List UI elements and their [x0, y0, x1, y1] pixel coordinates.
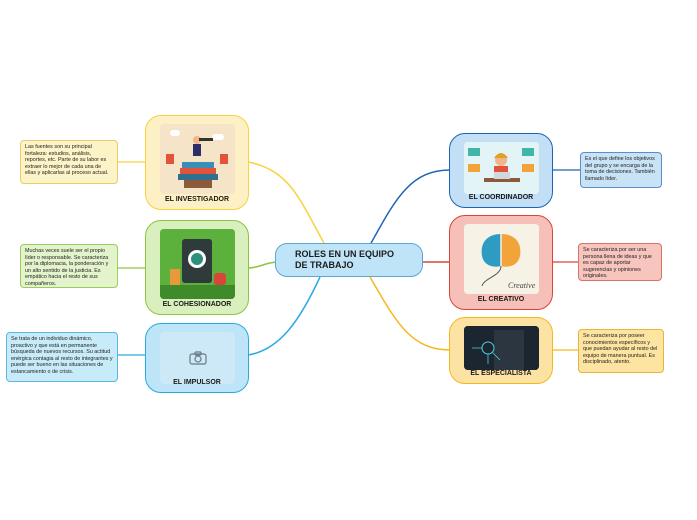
impulsor-label: EL IMPULSOR [146, 379, 248, 386]
investigador-label: EL INVESTIGADOR [146, 196, 248, 203]
creativo-label: EL CREATIVO [450, 296, 552, 303]
note-investigador[interactable]: Las fuentes son su principal fortaleza: … [20, 140, 118, 184]
note-impulsor-text: Se trata de un individuo dinámico, proac… [11, 336, 113, 375]
note-creativo-text: Se caracteriza por ser una persona llena… [583, 247, 652, 279]
investigador-image [160, 124, 235, 194]
link-especialista [370, 277, 450, 350]
link-coordinador [370, 170, 450, 245]
impulsor-image-placeholder [160, 332, 235, 384]
role-creativo[interactable]: Creative EL CREATIVO [449, 215, 553, 310]
note-cohesionador-text: Muchas veces suele ser el propio líder o… [25, 248, 108, 287]
especialista-image [464, 326, 539, 370]
note-investigador-text: Las fuentes son su principal fortaleza: … [25, 144, 108, 176]
cohesionador-label: EL COHESIONADOR [146, 301, 248, 308]
note-coordinador-text: Es el que define los objetivos del grupo… [585, 156, 655, 182]
coordinador-image [464, 142, 539, 194]
role-investigador[interactable]: EL INVESTIGADOR [145, 115, 249, 210]
creativo-image: Creative [464, 224, 539, 294]
cohesionador-image [160, 229, 235, 299]
role-especialista[interactable]: EL ESPECIALISTA [449, 317, 553, 384]
central-topic[interactable]: ROLES EN UN EQUIPO DE TRABAJO [275, 243, 423, 277]
role-impulsor[interactable]: EL IMPULSOR [145, 323, 249, 393]
central-title: ROLES EN UN EQUIPO DE TRABAJO [295, 249, 403, 271]
coordinador-label: EL COORDINADOR [450, 194, 552, 201]
creativo-image-text: Creative [508, 281, 536, 290]
link-investigador [248, 162, 325, 245]
link-impulsor [248, 277, 320, 355]
note-impulsor[interactable]: Se trata de un individuo dinámico, proac… [6, 332, 118, 382]
note-especialista[interactable]: Se caracteriza por poseer conocimientos … [578, 329, 664, 373]
especialista-label: EL ESPECIALISTA [450, 370, 552, 377]
note-coordinador[interactable]: Es el que define los objetivos del grupo… [580, 152, 662, 188]
role-coordinador[interactable]: EL COORDINADOR [449, 133, 553, 208]
note-creativo[interactable]: Se caracteriza por ser una persona llena… [578, 243, 662, 281]
camera-icon [189, 351, 207, 365]
note-especialista-text: Se caracteriza por poseer conocimientos … [583, 333, 657, 365]
role-cohesionador[interactable]: EL COHESIONADOR [145, 220, 249, 315]
note-cohesionador[interactable]: Muchas veces suele ser el propio líder o… [20, 244, 118, 288]
